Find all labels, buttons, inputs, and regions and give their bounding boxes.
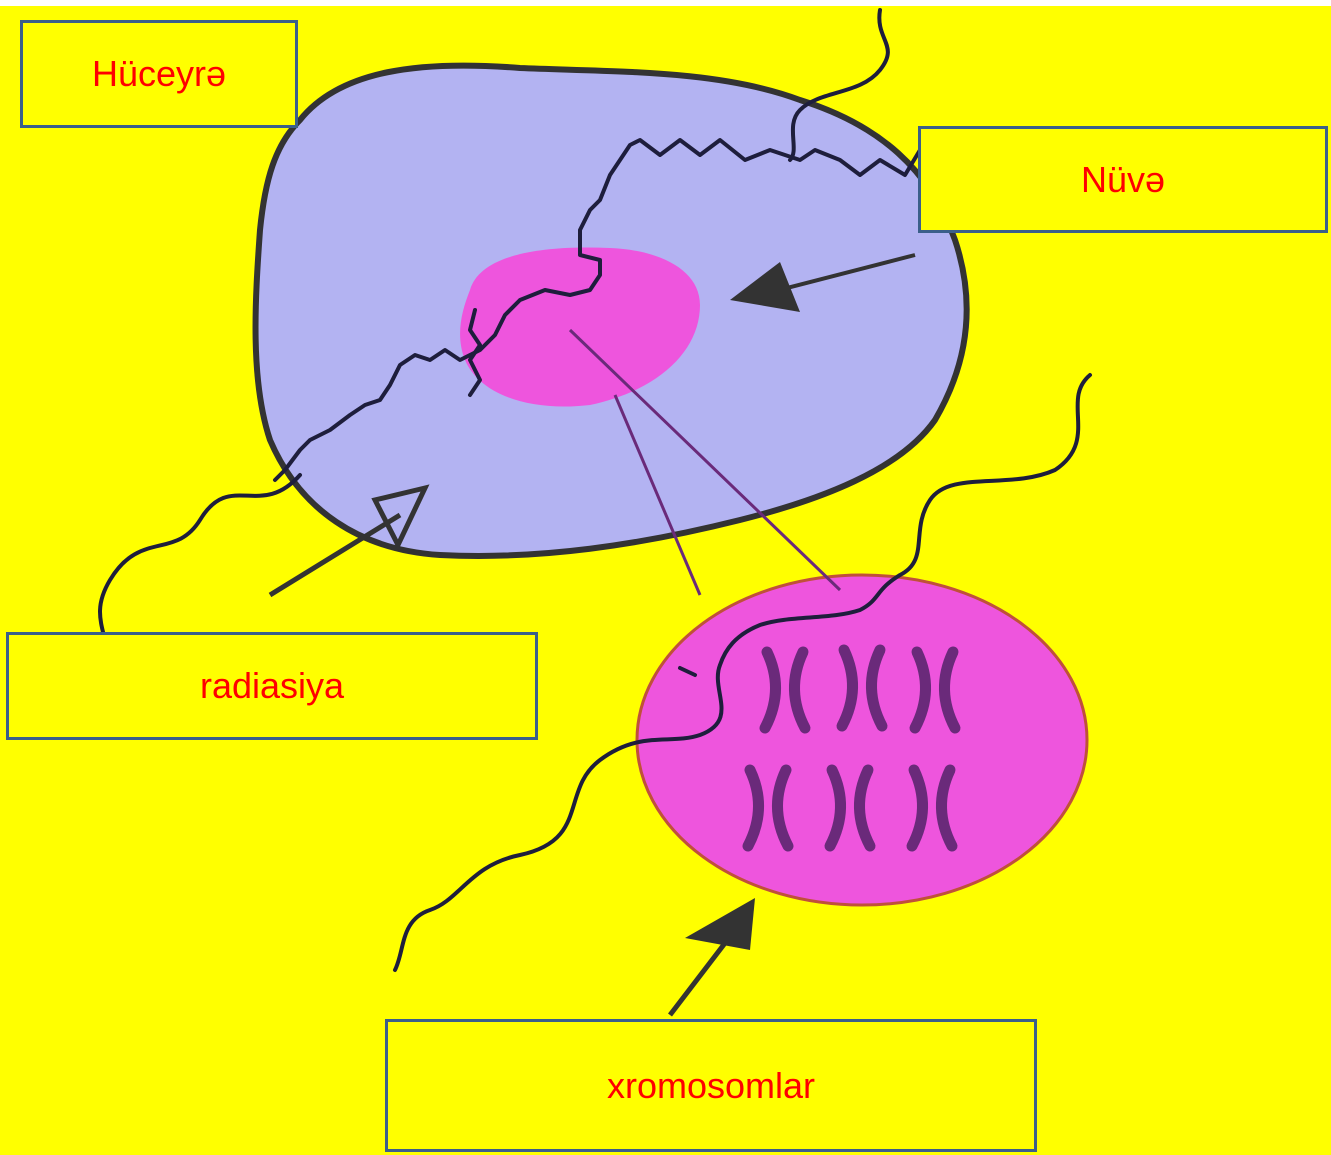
label-nucleus-text: Nüvə	[1081, 159, 1165, 201]
enlarged-nucleus	[637, 575, 1087, 905]
label-radiation-text: radiasiya	[200, 665, 344, 707]
label-cell-text: Hüceyrə	[92, 53, 226, 95]
label-cell: Hüceyrə	[20, 20, 298, 128]
label-nucleus: Nüvə	[918, 126, 1328, 233]
label-radiation: radiasiya	[6, 632, 538, 740]
label-chromosomes-text: xromosomlar	[607, 1065, 815, 1107]
label-chromosomes: xromosomlar	[385, 1019, 1037, 1152]
